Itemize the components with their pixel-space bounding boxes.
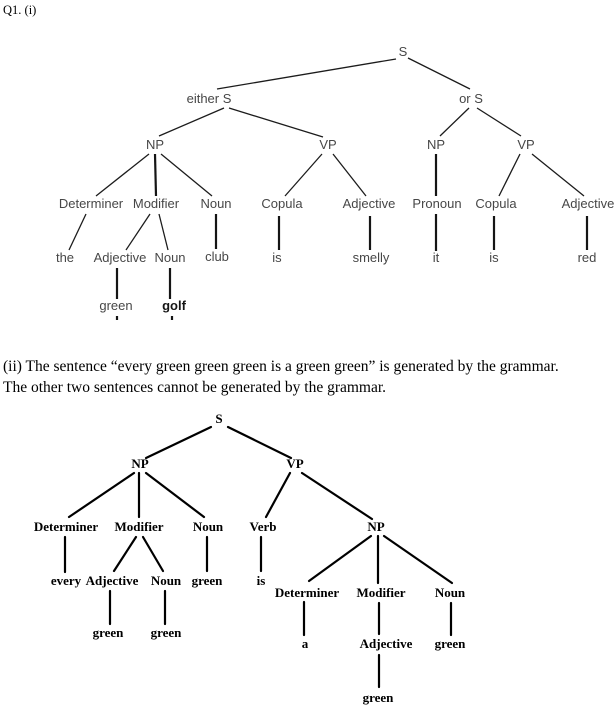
tree1-leaf-red: red — [578, 250, 597, 265]
tree2-edge — [382, 534, 454, 585]
tree1-edge — [95, 153, 150, 197]
tree2-edge — [144, 471, 206, 519]
tree1-node-adjective1: Adjective — [343, 196, 396, 211]
tree1-node-or-s: or S — [459, 91, 483, 106]
tree2-node-determiner1: Determiner — [34, 519, 98, 534]
tree2-leaf-green3: green — [151, 625, 183, 640]
tree1-edge — [153, 153, 158, 197]
tree1-node-vp1: VP — [319, 137, 336, 152]
tree2-edge — [307, 534, 373, 583]
tree2-leaf-green2: green — [93, 625, 125, 640]
tree2-leaf-a: a — [302, 636, 309, 651]
tree1-edge — [531, 153, 585, 197]
tree2-leaf-green5: green — [363, 690, 395, 705]
tree2-node-adjective1: Adjective — [86, 573, 139, 588]
tree2-edge — [226, 425, 293, 460]
answer-note-line2: The other two sentences cannot be genera… — [3, 379, 387, 396]
answer-note-line1: (ii) The sentence “every green green gre… — [3, 358, 559, 375]
tree1-node-np1: NP — [146, 137, 164, 152]
tree2-edge — [264, 471, 292, 519]
tree1-leaf-golf: golf — [162, 298, 186, 313]
tree2-node-modifier2: Modifier — [356, 585, 405, 600]
tree1-node-noun1: Noun — [200, 196, 231, 211]
tree1-edge — [216, 58, 397, 90]
tree1-leaf-the: the — [56, 250, 74, 265]
tree2-leaf-green4: green — [435, 636, 467, 651]
tree1-node-determiner: Determiner — [59, 196, 124, 211]
answer-note: (ii) The sentence “every green green gre… — [3, 356, 559, 398]
tree1-leaf-is1: is — [272, 250, 282, 265]
tree2-node-noun2: Noun — [151, 573, 182, 588]
tree1-node-adjective2: Adjective — [562, 196, 615, 211]
tree1-node-pronoun: Pronoun — [412, 196, 461, 211]
tree1-node-vp2: VP — [517, 137, 534, 152]
tree1-edge — [125, 213, 151, 251]
tree2-node-np1: NP — [131, 456, 148, 471]
tree1-node-modifier: Modifier — [133, 196, 180, 211]
tree2-node-vp1: VP — [286, 456, 303, 471]
tree2-leaf-is: is — [257, 573, 266, 588]
tree1-edge — [158, 213, 169, 251]
tree1-node-copula2: Copula — [475, 196, 517, 211]
tree1-edge — [476, 107, 522, 137]
tree2-node-s: S — [215, 411, 222, 426]
tree1-edge — [439, 107, 470, 137]
tree1-leaf-green: green — [99, 298, 132, 313]
tree2-node-noun1: Noun — [193, 519, 224, 534]
tree1-node-copula1: Copula — [261, 196, 303, 211]
tree2-leaf-every: every — [51, 573, 82, 588]
tree1-leaf-it: it — [433, 250, 440, 265]
tree2-edge — [112, 535, 138, 573]
tree1-node-adjective3: Adjective — [94, 250, 147, 265]
tree1-edge — [228, 107, 324, 138]
tree1-edge — [68, 213, 87, 251]
tree2-leaf-green1: green — [192, 573, 224, 588]
tree1-node-either-s: either S — [187, 91, 232, 106]
tree1-edge — [332, 153, 367, 197]
tree1-edge — [158, 107, 225, 137]
tree1-leaf-club: club — [205, 249, 229, 264]
tree1-edge — [284, 153, 323, 197]
tree1-edge — [498, 153, 521, 197]
tree1-leaf-is2: is — [489, 250, 499, 265]
question-label: Q1. (i) — [3, 3, 37, 17]
tree1-node-s: S — [399, 44, 408, 59]
tree1-node-noun2: Noun — [154, 250, 185, 265]
tree1-edge — [407, 57, 471, 90]
tree2-edge — [300, 471, 374, 521]
tree2-node-verb: Verb — [250, 519, 277, 534]
tree2-node-modifier1: Modifier — [114, 519, 163, 534]
tree1-edge — [160, 153, 213, 197]
tree2-edge — [144, 425, 213, 460]
tree1-node-np2: NP — [427, 137, 445, 152]
tree2-node-determiner2: Determiner — [275, 585, 339, 600]
tree2-node-adjective2: Adjective — [360, 636, 413, 651]
tree2-node-noun3: Noun — [435, 585, 466, 600]
tree2-edge — [67, 471, 136, 519]
tree2-node-np2: NP — [367, 519, 384, 534]
tree1-leaf-smelly: smelly — [353, 250, 390, 265]
tree2-edge — [141, 535, 165, 573]
